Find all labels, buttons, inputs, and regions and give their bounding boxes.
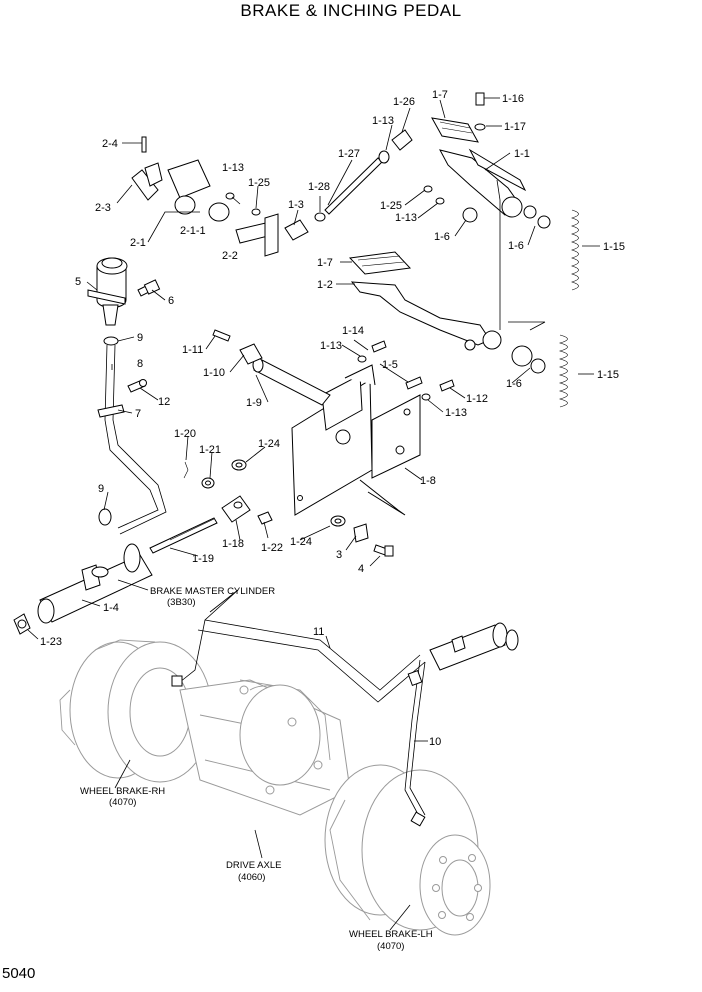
brake-tubes (171, 589, 426, 827)
wheel-cylinder-lh (429, 622, 519, 671)
reference-captions: BRAKE MASTER CYLINDER (3B30) WHEEL BRAKE… (80, 586, 433, 952)
callout-1-23: 1-23 (40, 636, 62, 648)
callout-1-5: 1-5 (382, 359, 398, 371)
callout-2-1: 2-1 (130, 237, 146, 249)
caption-drive-axle-ref: (4060) (238, 872, 265, 883)
inching-pedal-assembly (348, 251, 546, 374)
callout-12: 12 (158, 396, 170, 408)
callout-1-1: 1-1 (514, 148, 530, 160)
callout-1-12: 1-12 (466, 393, 488, 405)
callout-1-7: 1-7 (432, 89, 448, 101)
callout-1-24: 1-24 (258, 438, 280, 450)
caption-wheel-brake-lh: WHEEL BRAKE-LH (349, 929, 433, 940)
brake-pedal-assembly (423, 92, 551, 330)
callout-1-17: 1-17 (504, 121, 526, 133)
callout-11: 11 (313, 626, 324, 638)
callout-6: 6 (168, 295, 174, 307)
callout-1-14: 1-14 (342, 325, 364, 337)
callout-2-2: 2-2 (222, 250, 238, 262)
callout-1-18: 1-18 (222, 538, 244, 550)
callout-9: 9 (98, 483, 104, 495)
caption-brake-master-cylinder-ref: (3B30) (167, 597, 196, 608)
callout-1-4: 1-4 (103, 602, 119, 614)
brake-master-cylinder (13, 517, 218, 635)
diagram-title: BRAKE & INCHING PEDAL (240, 1, 461, 20)
callout-1-19: 1-19 (192, 553, 214, 565)
callout-1-27: 1-27 (338, 148, 360, 160)
reservoir-and-hose (87, 257, 167, 535)
callout-1-13: 1-13 (445, 407, 467, 419)
bolts (357, 340, 455, 401)
caption-drive-axle: DRIVE AXLE (226, 860, 281, 871)
caption-wheel-brake-rh: WHEEL BRAKE-RH (80, 786, 165, 797)
callout-1-26: 1-26 (393, 96, 415, 108)
callout-1-16: 1-16 (502, 93, 524, 105)
callout-1-11: 1-11 (182, 344, 203, 356)
callout-1-8: 1-8 (420, 475, 436, 487)
drive-axle-drawing (59, 639, 491, 936)
callout-10: 10 (429, 736, 441, 748)
callout-1-24: 1-24 (290, 536, 312, 548)
callout-3: 3 (336, 549, 342, 561)
callout-1-6: 1-6 (506, 378, 522, 390)
callout-7: 7 (135, 408, 141, 420)
callout-1-28: 1-28 (308, 181, 330, 193)
callout-1-10: 1-10 (203, 367, 225, 379)
clevis-parts (183, 461, 273, 525)
callout-1-21: 1-21 (199, 444, 221, 456)
pedal-bracket (212, 329, 421, 557)
callout-1-20: 1-20 (174, 428, 196, 440)
inching-linkage (131, 129, 413, 257)
leader-lines (27, 97, 600, 931)
callout-labels: 2-4 2-3 2-1 2-1-1 2-2 1-13 1-25 1-3 1-28… (40, 89, 625, 748)
callout-5: 5 (75, 276, 81, 288)
callout-1-13: 1-13 (222, 162, 244, 174)
callout-1-13: 1-13 (372, 115, 394, 127)
callout-1-13: 1-13 (320, 340, 342, 352)
caption-brake-master-cylinder: BRAKE MASTER CYLINDER (150, 586, 275, 597)
callout-2-4: 2-4 (102, 138, 118, 150)
callout-1-3: 1-3 (288, 199, 304, 211)
callout-8: 8 (137, 358, 143, 370)
caption-wheel-brake-rh-ref: (4070) (109, 797, 136, 808)
callout-1-25: 1-25 (380, 200, 402, 212)
callout-1-22: 1-22 (261, 542, 283, 554)
callout-1-25: 1-25 (248, 177, 270, 189)
caption-wheel-brake-lh-ref: (4070) (377, 941, 404, 952)
callout-1-13: 1-13 (395, 212, 417, 224)
page-number: 5040 (2, 965, 35, 982)
callout-1-9: 1-9 (246, 397, 262, 409)
callout-2-3: 2-3 (95, 202, 111, 214)
callout-2-1-1: 2-1-1 (180, 225, 206, 237)
callout-1-6: 1-6 (434, 231, 450, 243)
callout-9: 9 (137, 332, 143, 344)
callout-1-7: 1-7 (317, 257, 333, 269)
callout-1-6: 1-6 (508, 240, 524, 252)
callout-1-15: 1-15 (597, 369, 619, 381)
callout-1-15: 1-15 (603, 241, 625, 253)
callout-4: 4 (358, 563, 364, 575)
return-springs (558, 209, 579, 408)
callout-1-2: 1-2 (317, 279, 333, 291)
